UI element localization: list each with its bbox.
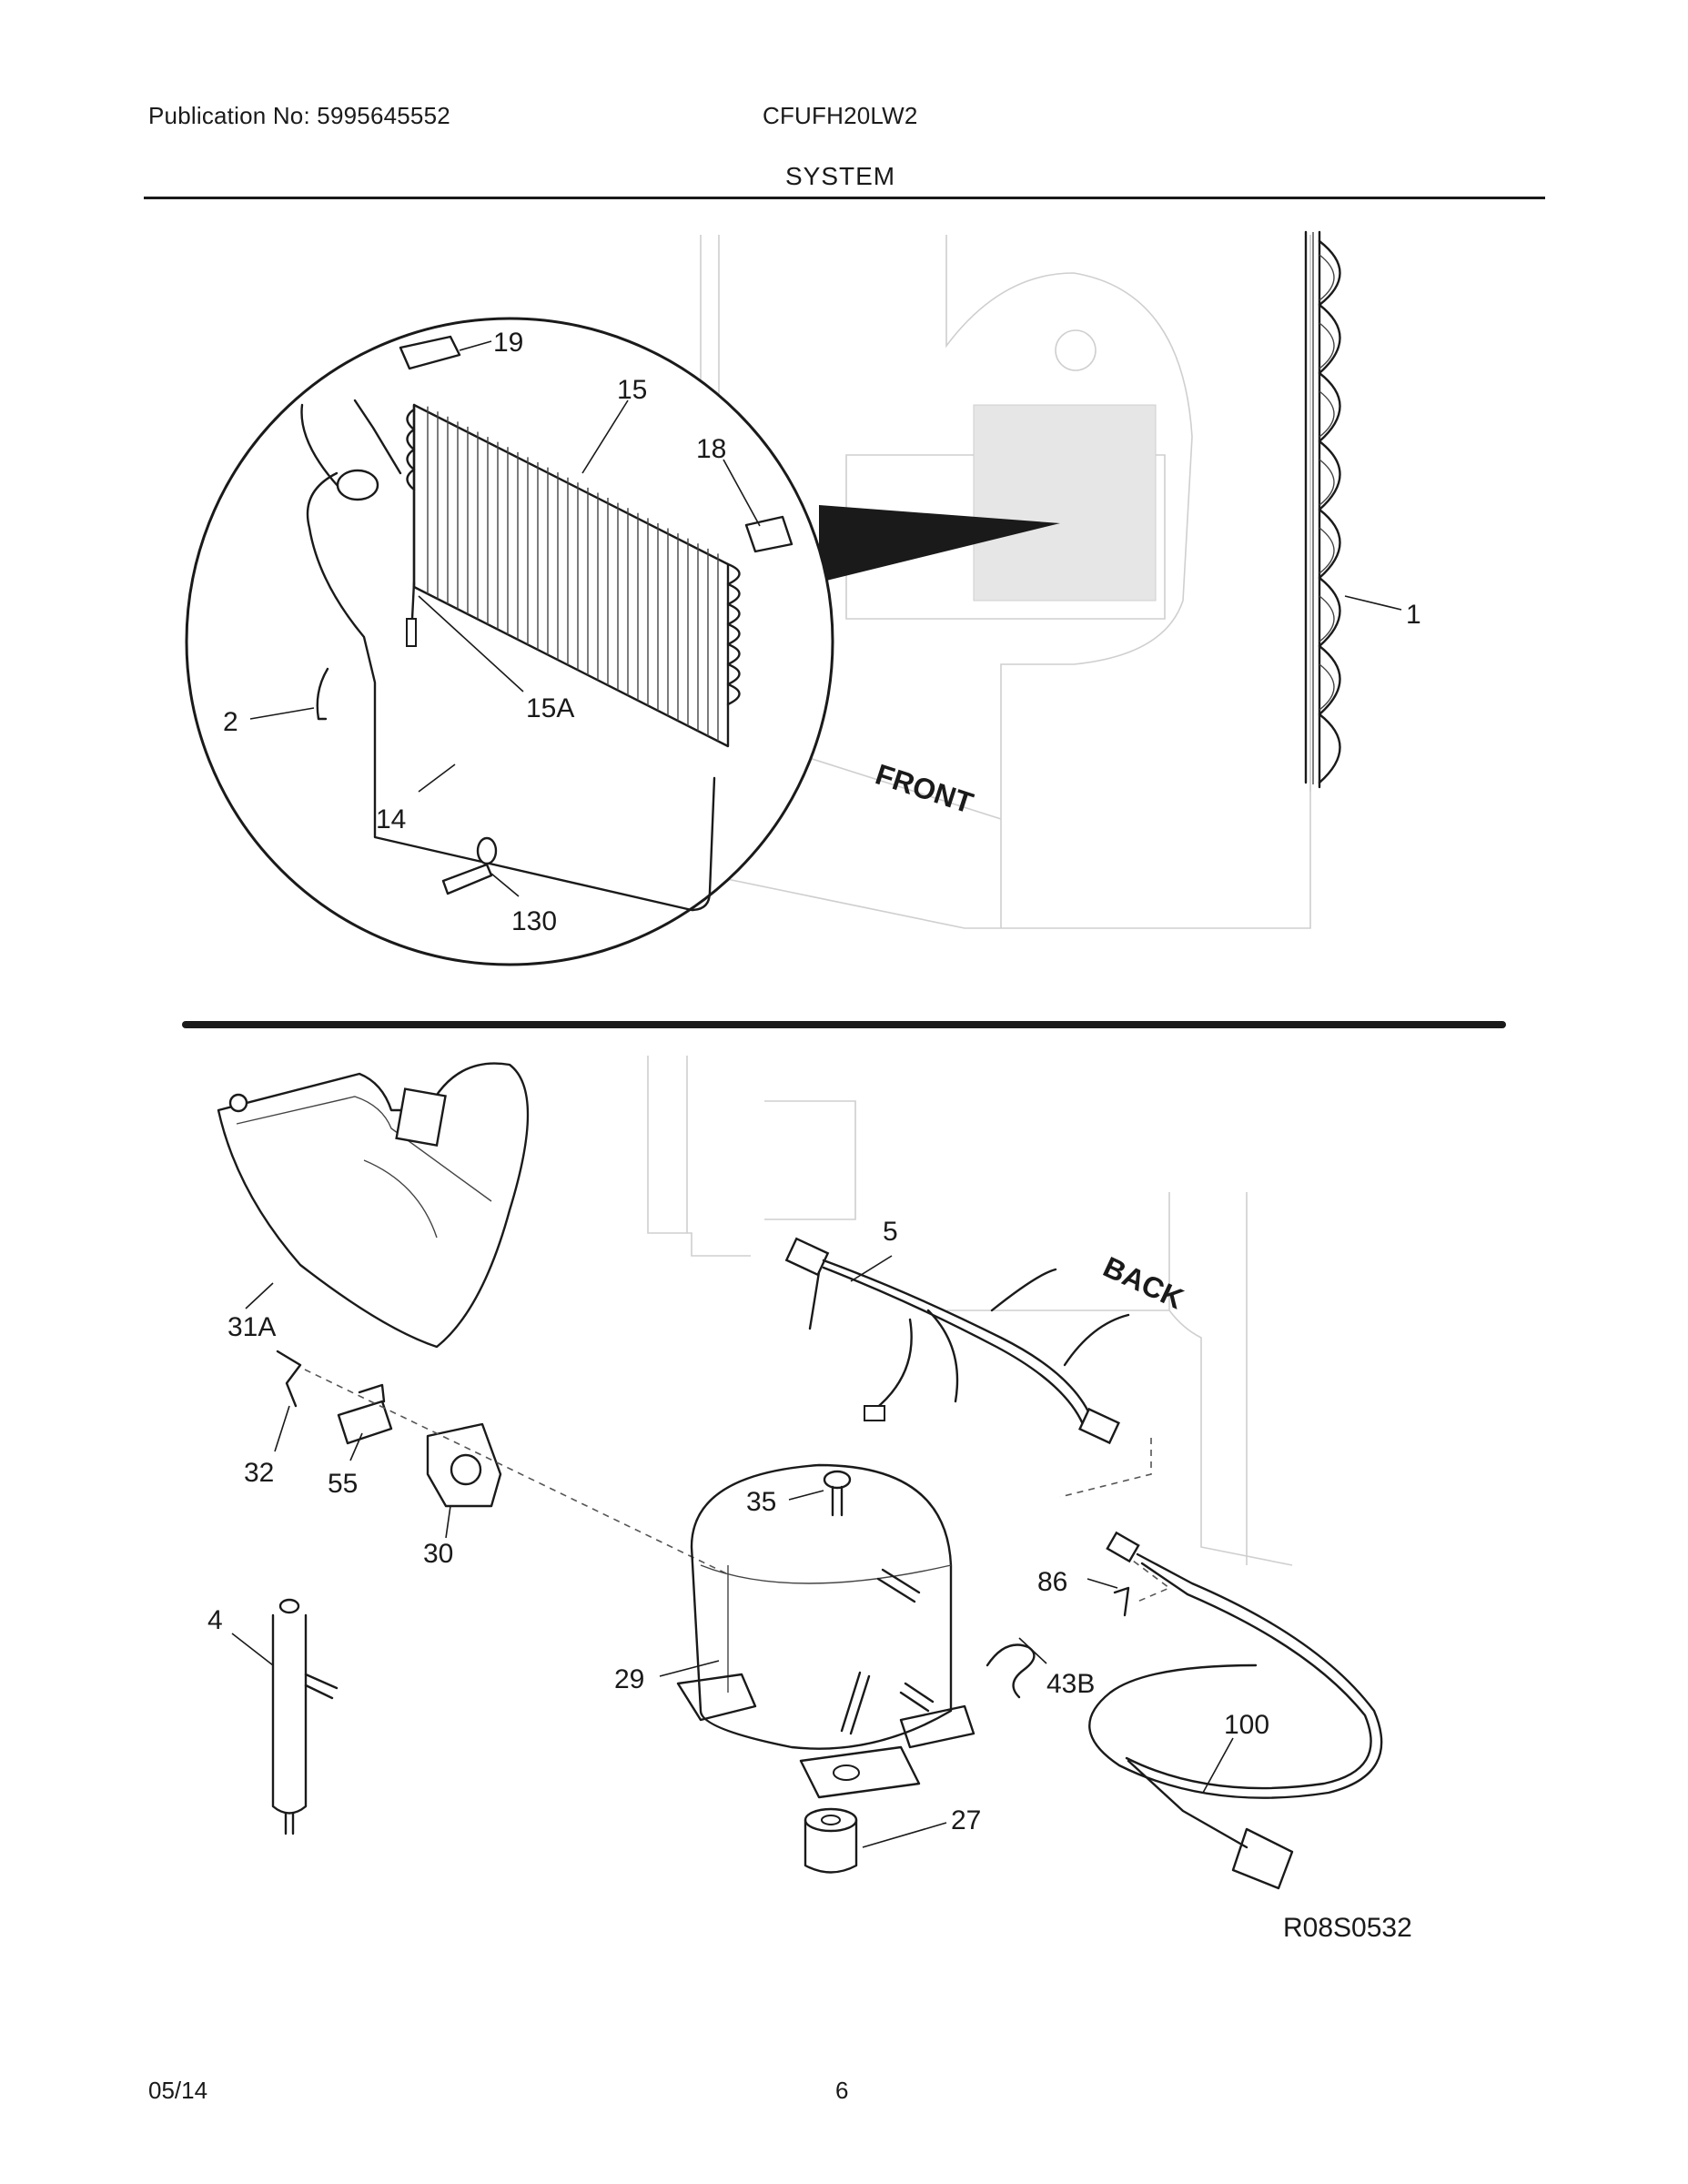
label-5: 5	[883, 1217, 898, 1247]
relay-55	[337, 1383, 393, 1445]
bolt-35	[823, 1470, 852, 1517]
callout-wedge	[819, 505, 1060, 582]
drawing-code: R08S0532	[1283, 1913, 1412, 1943]
label-86: 86	[1037, 1567, 1067, 1597]
clip-43b	[986, 1643, 1036, 1699]
bottom-leader-lines	[231, 1255, 1234, 1848]
back-marking: BACK	[1098, 1250, 1188, 1316]
power-cord	[1088, 1531, 1383, 1890]
defrost-wire	[300, 403, 716, 912]
drain-pan	[217, 1062, 530, 1349]
label-27: 27	[951, 1805, 981, 1835]
cabinet-back-outline	[647, 1056, 1293, 1566]
label-2: 2	[223, 707, 238, 737]
label-1: 1	[1406, 600, 1421, 630]
label-35: 35	[746, 1487, 776, 1517]
grommet-27	[804, 1807, 858, 1874]
label-100: 100	[1224, 1710, 1269, 1740]
wire-harness	[784, 1237, 1130, 1445]
bracket-32	[276, 1350, 302, 1408]
model-number: CFUFH20LW2	[763, 102, 918, 129]
filter-drier	[271, 1598, 339, 1835]
label-43b: 43B	[1046, 1669, 1095, 1699]
front-marking: FRONT	[872, 757, 977, 819]
block-19	[399, 335, 461, 370]
section-title: SYSTEM	[785, 162, 896, 190]
wire-connector	[336, 469, 379, 501]
label-30: 30	[423, 1539, 453, 1569]
screw-86	[1113, 1586, 1130, 1617]
block-18	[744, 515, 793, 553]
overload-30	[426, 1422, 502, 1508]
defrost-thermostat	[406, 581, 417, 647]
publication-number: Publication No: 5995645552	[148, 102, 450, 129]
label-19: 19	[493, 328, 523, 358]
wire-lead	[353, 399, 402, 475]
header-rule	[144, 197, 1545, 199]
evaporator-coil	[406, 403, 741, 748]
label-14: 14	[376, 804, 406, 834]
footer-date: 05/14	[148, 2077, 208, 2104]
label-29: 29	[614, 1664, 644, 1694]
label-18: 18	[696, 434, 726, 464]
page-number: 6	[835, 2077, 849, 2104]
condenser-coil	[1304, 230, 1341, 789]
clip-2	[316, 667, 329, 721]
label-130: 130	[511, 906, 557, 936]
compressor	[676, 1463, 975, 1799]
section-divider	[182, 1021, 1506, 1028]
label-15a: 15A	[526, 693, 574, 723]
top-leader-lines	[249, 340, 1402, 897]
label-32: 32	[244, 1458, 274, 1488]
drain-plug-130	[441, 836, 498, 895]
label-4: 4	[207, 1605, 223, 1635]
label-31a: 31A	[227, 1312, 276, 1342]
label-55: 55	[328, 1469, 358, 1499]
assembly-lines	[304, 1369, 1171, 1603]
label-15: 15	[617, 375, 647, 405]
